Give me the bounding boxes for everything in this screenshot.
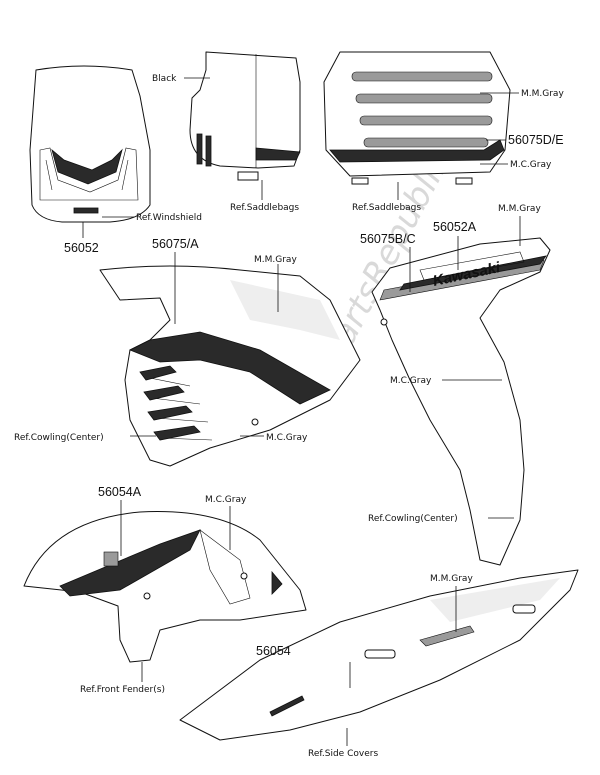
front-fender-part [23, 511, 307, 663]
label-mc-gray-fender: M.C.Gray [205, 495, 247, 505]
leader-lines [82, 77, 521, 746]
side-cover-part [179, 569, 579, 741]
label-56052: 56052 [64, 241, 99, 255]
label-ref-saddlebags-right: Ref.Saddlebags [352, 203, 421, 213]
saddlebag-left-part [189, 51, 301, 181]
side-cowling-part: Kawasaki [371, 237, 551, 566]
label-56054a: 56054A [98, 485, 142, 499]
cowling-center-part [99, 265, 361, 467]
label-mc-gray-side: M.C.Gray [390, 376, 432, 386]
label-mm-gray-cover: M.M.Gray [430, 574, 473, 584]
label-56075a: 56075/A [152, 237, 199, 251]
label-mm-gray-cowl: M.M.Gray [254, 255, 297, 265]
label-mm-gray-side: M.M.Gray [498, 204, 541, 214]
callout-labels: Black M.M.Gray 56075D/E M.C.Gray Ref.Win… [14, 74, 564, 759]
label-56054: 56054 [256, 644, 291, 658]
saddlebag-right-part [323, 51, 511, 185]
label-mc-gray-cowl: M.C.Gray [266, 433, 308, 443]
label-ref-front-fender: Ref.Front Fender(s) [80, 685, 165, 695]
label-56075de: 56075D/E [508, 133, 564, 147]
label-ref-saddlebags-left: Ref.Saddlebags [230, 203, 299, 213]
windshield-part [29, 65, 151, 223]
label-ref-windshield: Ref.Windshield [136, 213, 202, 223]
label-56052a: 56052A [433, 220, 477, 234]
label-56075bc: 56075B/C [360, 232, 416, 246]
label-mc-gray-top: M.C.Gray [510, 160, 552, 170]
label-ref-side-covers: Ref.Side Covers [308, 749, 378, 759]
label-mm-gray-top: M.M.Gray [521, 89, 564, 99]
label-ref-cowling-center-left: Ref.Cowling(Center) [14, 433, 104, 443]
label-ref-cowling-center-right: Ref.Cowling(Center) [368, 514, 458, 524]
label-black: Black [152, 74, 177, 84]
